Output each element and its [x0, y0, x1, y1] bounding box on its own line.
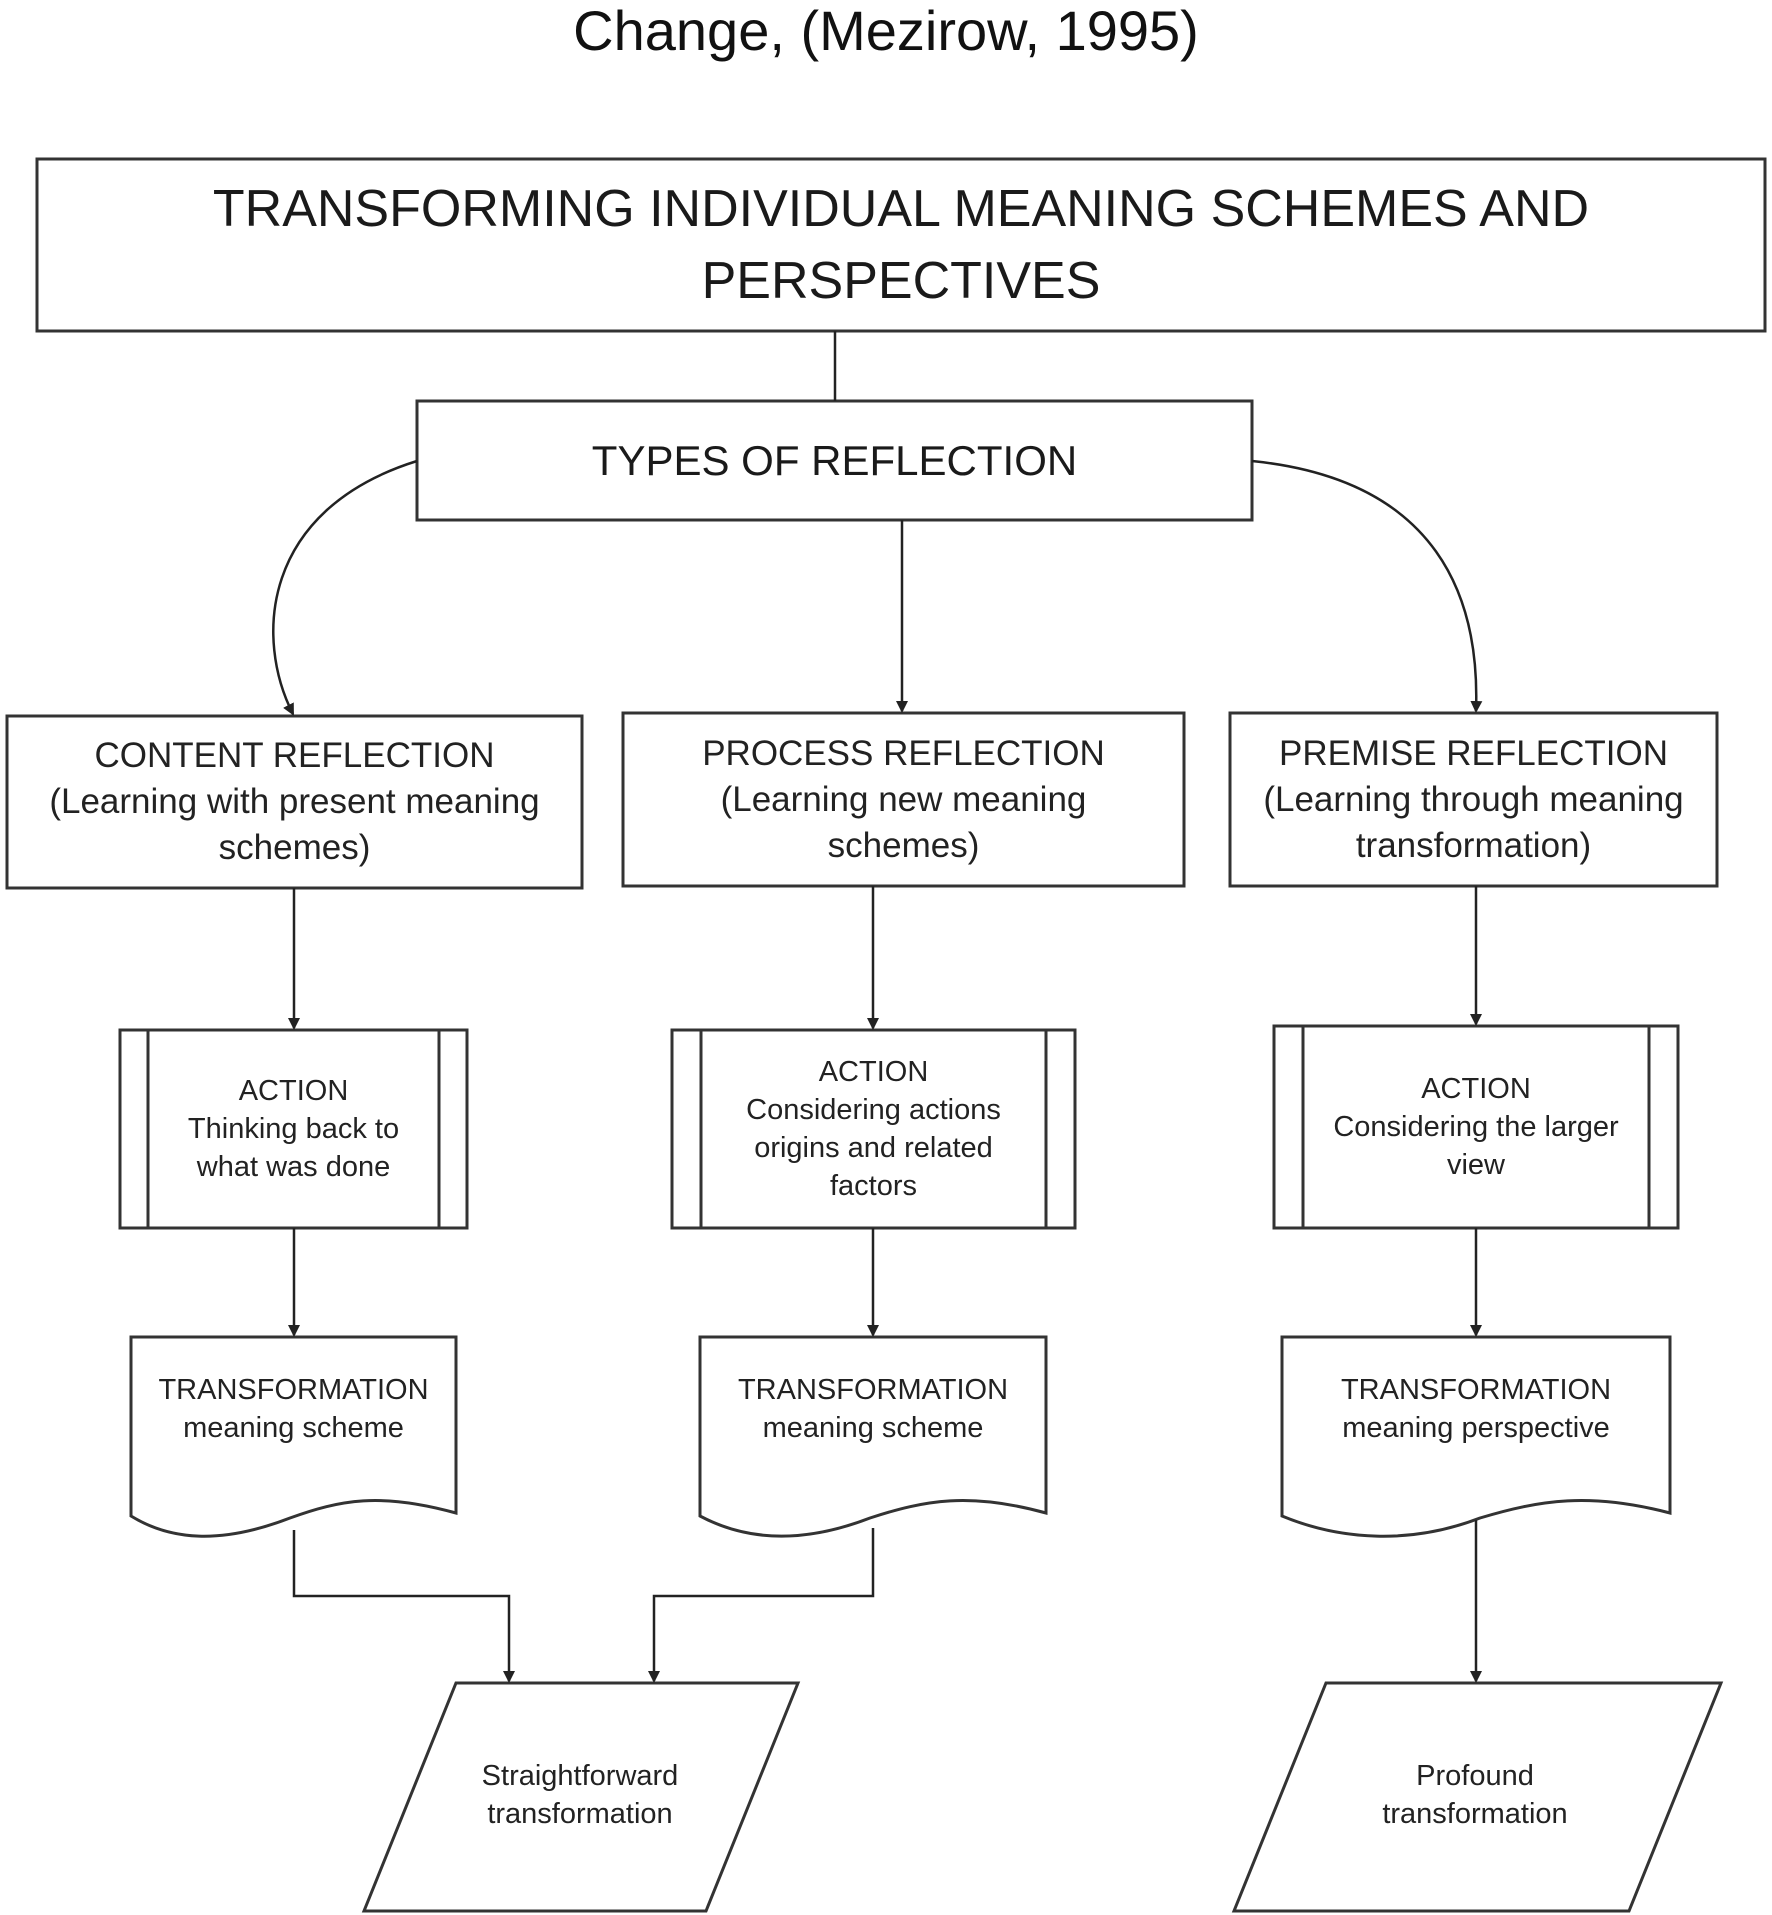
action-text: Considering the larger [1333, 1111, 1619, 1143]
action-box-premise [1272, 1024, 1680, 1230]
types-of-reflection-box [415, 399, 1254, 522]
types-of-reflection-label: TYPES OF REFLECTION [417, 401, 1252, 520]
heading-text: Change, (Mezirow, 1995) [573, 0, 1199, 62]
action-process-label: ACTION Considering actions origins and r… [701, 1030, 1046, 1228]
outcome-profound [1231, 1681, 1724, 1913]
transformation-process-label: TRANSFORMATION meaning scheme [700, 1371, 1046, 1461]
transformation-doc-process [698, 1335, 1048, 1538]
action-content-label: ACTION Thinking back to what was done [148, 1030, 439, 1228]
action-title: ACTION [1421, 1073, 1531, 1105]
main-title-line-2: PERSPECTIVES [701, 252, 1101, 310]
action-text: factors [829, 1170, 918, 1202]
outcome-text: transformation [487, 1798, 673, 1830]
outcome-text: Profound [1416, 1760, 1534, 1792]
diagram-heading: Change, (Mezirow, 1995) [386, 0, 1386, 62]
reflection-title: PROCESS REFLECTION [702, 733, 1105, 773]
reflection-subtitle: schemes) [218, 828, 371, 867]
process-reflection-box [621, 711, 1186, 888]
outcome-straightforward [361, 1681, 801, 1913]
reflection-subtitle: schemes) [827, 825, 980, 865]
reflection-subtitle: (Learning through meaning [1263, 779, 1684, 819]
reflection-subtitle: transformation) [1355, 825, 1592, 865]
main-title-line-1: TRANSFORMING INDIVIDUAL MEANING SCHEMES … [212, 180, 1590, 238]
action-title: ACTION [818, 1056, 929, 1088]
transformation-doc-premise [1280, 1335, 1672, 1538]
outcome-profound-label: Profound transformation [1300, 1740, 1650, 1850]
action-title: ACTION [238, 1075, 349, 1107]
transformation-title: TRANSFORMATION [1340, 1374, 1612, 1406]
action-text: origins and related [754, 1132, 993, 1164]
action-box-content [118, 1028, 469, 1230]
content-reflection-box [5, 714, 584, 890]
outcome-straightforward-label: Straightforward transformation [410, 1740, 750, 1850]
transformation-subtitle: meaning perspective [1342, 1412, 1610, 1444]
transformation-title: TRANSFORMATION [737, 1374, 1009, 1406]
content-reflection-label: CONTENT REFLECTION (Learning with presen… [7, 716, 582, 888]
arrow-to-content-reflection [272, 459, 418, 716]
process-reflection-label: PROCESS REFLECTION (Learning new meaning… [623, 713, 1184, 886]
reflection-subtitle: (Learning with present meaning [49, 782, 540, 821]
transformation-doc-content [129, 1335, 458, 1538]
outcome-text: transformation [1382, 1798, 1568, 1830]
premise-reflection-label: PREMISE REFLECTION (Learning through mea… [1230, 713, 1717, 886]
outcome-text: Straightforward [481, 1760, 679, 1792]
action-text: Thinking back to [187, 1113, 400, 1145]
action-text: view [1446, 1149, 1505, 1181]
transformation-subtitle: meaning scheme [762, 1412, 984, 1444]
transformation-premise-label: TRANSFORMATION meaning perspective [1282, 1371, 1670, 1461]
reflection-title: PREMISE REFLECTION [1279, 733, 1668, 773]
arrow-transformation-process-to-outcome [648, 1528, 875, 1683]
action-text: what was done [196, 1151, 391, 1183]
arrow-transformation-content-to-outcome [292, 1530, 515, 1683]
reflection-subtitle: (Learning new meaning [720, 779, 1087, 819]
transformation-title: TRANSFORMATION [158, 1374, 429, 1406]
transformation-content-label: TRANSFORMATION meaning scheme [131, 1371, 456, 1461]
reflection-title: CONTENT REFLECTION [94, 736, 495, 775]
action-premise-label: ACTION Considering the larger view [1303, 1026, 1649, 1228]
arrow-to-premise-reflection [1251, 459, 1483, 713]
main-box [35, 157, 1767, 333]
transformation-subtitle: meaning scheme [183, 1412, 404, 1444]
types-of-reflection-text: TYPES OF REFLECTION [591, 436, 1078, 484]
action-box-process [670, 1028, 1077, 1230]
action-text: Considering actions [746, 1094, 1001, 1126]
premise-reflection-box [1228, 711, 1719, 888]
main-box-label: TRANSFORMING INDIVIDUAL MEANING SCHEMES … [37, 159, 1765, 331]
